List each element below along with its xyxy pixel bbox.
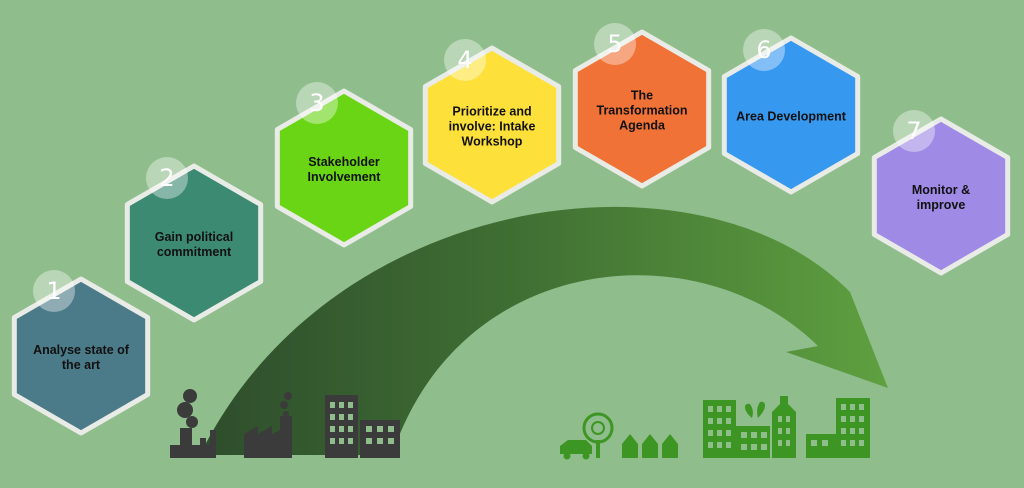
green-city-silhouette bbox=[560, 396, 870, 460]
building-windows bbox=[330, 402, 394, 444]
step-7-number: 7 bbox=[906, 117, 922, 145]
transition-arrow bbox=[200, 206, 888, 455]
green-building-windows bbox=[708, 404, 864, 450]
step-2-label: Gain political commitment bbox=[154, 230, 234, 259]
step-2-hexagon bbox=[124, 163, 264, 323]
step-2-number: 2 bbox=[159, 164, 175, 192]
step-6-number-badge bbox=[743, 29, 785, 71]
factory-icon bbox=[244, 392, 292, 458]
step-2-number-badge bbox=[146, 157, 188, 199]
step-4-number: 4 bbox=[457, 46, 473, 74]
steps-layer bbox=[11, 23, 1011, 436]
step-5-number: 5 bbox=[607, 30, 623, 58]
step-4-label: Prioritize and involve: Intake Workshop bbox=[448, 104, 536, 149]
step-3-number: 3 bbox=[309, 89, 325, 117]
step-6-label: Area Development bbox=[736, 109, 846, 124]
step-1-hexagon bbox=[11, 276, 151, 436]
step-3-hexagon bbox=[274, 88, 414, 248]
step-7-label: Monitor & improve bbox=[911, 183, 971, 212]
step-1-number: 1 bbox=[46, 277, 62, 305]
step-3-label: Stakeholder Involvement bbox=[307, 155, 381, 184]
houses-icon bbox=[622, 434, 678, 458]
step-5-number-badge bbox=[594, 23, 636, 65]
step-5-label: The Transformation Agenda bbox=[596, 88, 688, 133]
eco-car-icon bbox=[560, 440, 592, 460]
tree-icon bbox=[582, 412, 614, 458]
step-1-label: Analyse state of the art bbox=[33, 343, 129, 372]
step-3-number-badge bbox=[296, 82, 338, 124]
step-1-number-badge bbox=[33, 270, 75, 312]
step-6-hexagon bbox=[721, 35, 861, 195]
industry-silhouette bbox=[170, 389, 400, 458]
step-7-hexagon bbox=[871, 116, 1011, 276]
step-6-number: 6 bbox=[756, 36, 772, 64]
step-4-number-badge bbox=[444, 39, 486, 81]
smokestack-factory-icon bbox=[170, 389, 216, 458]
step-4-hexagon bbox=[422, 45, 562, 205]
step-5-hexagon bbox=[572, 29, 712, 189]
step-7-number-badge bbox=[893, 110, 935, 152]
